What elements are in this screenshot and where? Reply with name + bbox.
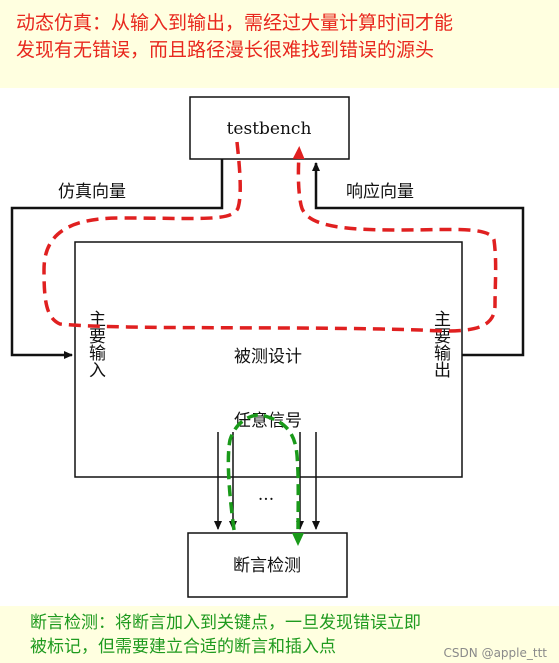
primary-input-label: 主要输入 — [85, 310, 106, 378]
response-vector-line — [312, 162, 525, 357]
primary-output-label: 主要输出 — [430, 310, 451, 378]
assertion-check-box — [187, 532, 348, 598]
dynamic-simulation-note: 动态仿真：从输入到输出，需经过大量计算时间才能 发现有无错误，而且路径漫长很难找… — [0, 0, 559, 88]
assertion-check-label: 断言检测 — [233, 556, 301, 576]
assertion-path-green-dashed — [226, 413, 305, 546]
simulation-path-red-dashed — [42, 141, 498, 333]
dut-box — [74, 241, 463, 478]
assertion-check-note: 断言检测：将断言加入到关键点，一旦发现错误立即 被标记，但需要建立合适的断言和插… — [0, 606, 559, 663]
bottom-note-line-2: 被标记，但需要建立合适的断言和插入点 — [30, 637, 336, 657]
top-note-line-2: 发现有无错误，而且路径漫长很难找到错误的源头 — [16, 39, 435, 61]
stimulus-vector-label: 仿真向量 — [58, 182, 126, 202]
any-signal-label: 任意信号 — [234, 411, 302, 431]
stimulus-vector-line — [10, 159, 224, 359]
testbench-box — [189, 96, 350, 160]
csdn-watermark: CSDN @apple_ttt — [443, 646, 547, 660]
ellipsis-label: ... — [258, 485, 274, 505]
top-note-line-1: 动态仿真：从输入到输出，需经过大量计算时间才能 — [16, 12, 454, 34]
bottom-note-line-1: 断言检测：将断言加入到关键点，一旦发现错误立即 — [30, 613, 421, 633]
dut-label: 被测设计 — [234, 347, 302, 367]
response-vector-label: 响应向量 — [346, 182, 414, 202]
testbench-label: testbench — [227, 119, 312, 139]
